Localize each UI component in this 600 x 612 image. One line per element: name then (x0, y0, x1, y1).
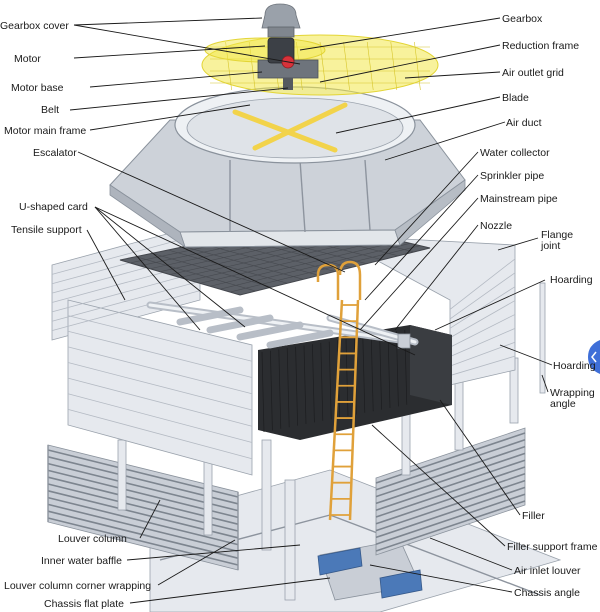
filler-line (379, 333, 382, 410)
hoarding-line (51, 290, 201, 332)
filler-line (370, 335, 374, 412)
label-flange-line2: joint (540, 240, 560, 252)
filler-line (396, 331, 399, 407)
label-chassis-flat-plate: Chassis flat plate (44, 598, 124, 610)
chassis-base (149, 469, 562, 612)
hoarding-line (449, 286, 516, 329)
label-air-outlet-grid: Air outlet grid (502, 67, 564, 79)
label-hoarding-side: Hoarding (553, 360, 596, 372)
louver-slat (47, 496, 239, 546)
louver-slat (47, 510, 239, 559)
label-wrapping-line2: angle (550, 398, 576, 410)
outlet-grid-line (343, 41, 350, 91)
label-wrapping-line1: Wrapping (550, 387, 595, 399)
filler-line (362, 336, 366, 413)
filler-line (303, 345, 307, 425)
hoarding-line (449, 314, 516, 348)
left-louver (47, 444, 239, 571)
outlet-grid-line (414, 41, 421, 91)
label-louver-column-corner-wrapping: Louver column corner wrapping (4, 580, 151, 592)
filler-line (278, 349, 282, 429)
filler-line (345, 338, 349, 417)
motor-assembly (257, 3, 319, 90)
air-duct (109, 86, 466, 249)
label-tensile-support: Tensile support (11, 224, 82, 236)
hoarding-line (67, 346, 253, 395)
label-motor: Motor (14, 53, 41, 65)
label-water-collector: Water collector (480, 147, 550, 159)
label-sprinkler-pipe: Sprinkler pipe (480, 170, 544, 182)
hoarding-line (67, 315, 253, 362)
hoarding-line (51, 271, 201, 313)
label-flange-line1: Flange (541, 229, 573, 241)
louver-slat (375, 432, 526, 484)
hoarding-line (67, 408, 253, 460)
louver-slat (375, 500, 526, 552)
filler-line (320, 342, 324, 421)
frame-columns (117, 357, 519, 601)
label-gearbox-cover: Gearbox cover (0, 20, 69, 32)
louver-slat (375, 486, 526, 539)
louver-slat (375, 439, 526, 491)
label-blade: Blade (502, 92, 529, 104)
label-filler: Filler (522, 510, 545, 522)
label-filler-support-frame: Filler support frame (507, 541, 598, 553)
hoarding-right (329, 234, 546, 394)
louver-slat (375, 493, 526, 545)
sprinkler-pipes (146, 301, 419, 349)
label-belt: Belt (41, 104, 59, 116)
label-chassis-angle: Chassis angle (514, 587, 580, 599)
label-louver-column: Louver column (58, 533, 127, 545)
hoarding-line (449, 258, 516, 310)
label-u-shaped-card: U-shaped card (19, 201, 88, 213)
label-motor-main-frame: Motor main frame (4, 125, 86, 137)
hoarding-line (449, 272, 516, 320)
hoarding-line (67, 377, 253, 427)
louver-slat (375, 452, 526, 505)
filler-line (387, 332, 391, 409)
louver-slat (375, 473, 526, 525)
label-mainstream-pipe: Mainstream pipe (480, 193, 558, 205)
collector-line (219, 243, 411, 290)
hoarding-line (449, 300, 516, 339)
filler-line (328, 341, 332, 420)
label-air-duct: Air duct (506, 117, 542, 129)
label-gearbox: Gearbox (502, 13, 543, 25)
filler-line (312, 344, 315, 423)
louver-slat (375, 459, 526, 511)
leader-lines (69, 17, 553, 604)
hoarding-line (51, 233, 201, 275)
labels: Gearbox cover Motor Motor base Belt Moto… (0, 13, 598, 610)
outlet-grid-line (366, 41, 374, 91)
fan-blades (232, 102, 348, 153)
hoarding-line (67, 362, 253, 411)
louver-slat (375, 445, 526, 498)
filler-line (286, 348, 290, 428)
label-escalator: Escalator (33, 147, 77, 159)
side-tab[interactable] (588, 340, 600, 374)
hoarding-line (67, 393, 253, 443)
hoarding-line (449, 327, 516, 358)
label-air-inlet-louver: Air inlet louver (514, 565, 581, 577)
label-reduction-frame: Reduction frame (502, 40, 579, 52)
louver-slat (375, 479, 526, 532)
louver-slat (47, 503, 239, 553)
outlet-grid-line (390, 41, 398, 91)
hoarding-line (67, 330, 253, 378)
label-nozzle: Nozzle (480, 220, 512, 232)
hoarding-line (51, 280, 201, 322)
filler-line (295, 346, 298, 426)
louver-slat (375, 466, 526, 518)
filler-line (270, 350, 273, 431)
label-inner-water-baffle: Inner water baffle (41, 555, 122, 567)
right-louver (375, 427, 526, 556)
label-motor-base: Motor base (11, 82, 64, 94)
escalator-ladder (316, 260, 362, 521)
label-hoarding-top: Hoarding (550, 274, 593, 286)
hoarding-line (449, 355, 516, 376)
filler-line (261, 351, 265, 433)
